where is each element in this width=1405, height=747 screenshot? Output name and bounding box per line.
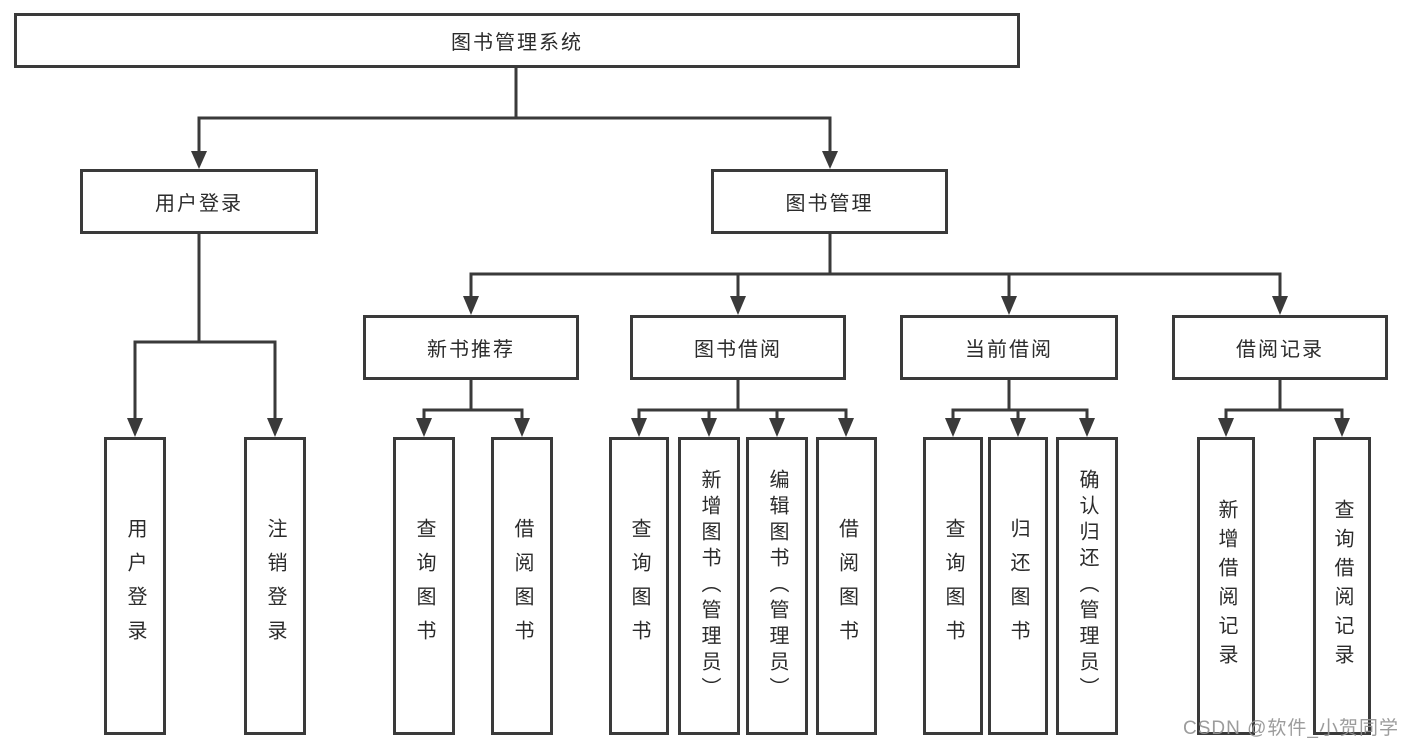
node-book-management-label: 图书管理 xyxy=(785,193,874,215)
node-book-borrow-label: 图书借阅 xyxy=(694,339,782,361)
connector-new-book-children xyxy=(416,380,530,437)
arrowhead-icon xyxy=(1001,296,1017,315)
node-leaf-borrow-book-1-label: 借阅图书 xyxy=(511,518,533,654)
arrowhead-icon xyxy=(1218,418,1234,437)
connector-user-login-children xyxy=(127,234,283,437)
node-leaf-add-book-admin-label: 新增图书（管理员） xyxy=(698,469,720,703)
csdn-watermark: CSDN @软件_小贺同学 xyxy=(1183,718,1399,739)
node-user-login-label: 用户登录 xyxy=(155,193,243,215)
node-leaf-confirm-return-admin: 确认归还（管理员） xyxy=(1056,437,1118,735)
connector-root-to-level2 xyxy=(191,68,838,169)
node-current-borrow-label: 当前借阅 xyxy=(965,339,1053,361)
node-leaf-query-borrow-record: 查询借阅记录 xyxy=(1313,437,1371,735)
node-leaf-edit-book-admin: 编辑图书（管理员） xyxy=(746,437,808,735)
node-borrow-records: 借阅记录 xyxy=(1172,315,1388,380)
node-leaf-borrow-book-2: 借阅图书 xyxy=(816,437,877,735)
arrowhead-icon xyxy=(769,418,785,437)
arrowhead-icon xyxy=(416,418,432,437)
node-current-borrow: 当前借阅 xyxy=(900,315,1118,380)
node-leaf-return-book: 归还图书 xyxy=(988,437,1048,735)
node-leaf-user-login: 用户登录 xyxy=(104,437,166,735)
node-leaf-query-book-1: 查询图书 xyxy=(393,437,455,735)
arrowhead-icon xyxy=(838,418,854,437)
node-leaf-query-book-2: 查询图书 xyxy=(609,437,669,735)
arrowhead-icon xyxy=(191,151,207,169)
node-leaf-borrow-book-1: 借阅图书 xyxy=(491,437,553,735)
node-leaf-add-borrow-record: 新增借阅记录 xyxy=(1197,437,1255,735)
node-leaf-return-book-label: 归还图书 xyxy=(1007,518,1029,654)
arrowhead-icon xyxy=(945,418,961,437)
connector-book-management-children xyxy=(463,234,1288,315)
arrowhead-icon xyxy=(1010,418,1026,437)
node-new-book-recommend-label: 新书推荐 xyxy=(427,339,515,361)
node-new-book-recommend: 新书推荐 xyxy=(363,315,579,380)
arrowhead-icon xyxy=(267,418,283,437)
arrowhead-icon xyxy=(822,151,838,169)
node-leaf-edit-book-admin-label: 编辑图书（管理员） xyxy=(766,469,788,703)
node-leaf-query-book-3: 查询图书 xyxy=(923,437,983,735)
node-leaf-logout: 注销登录 xyxy=(244,437,306,735)
arrowhead-icon xyxy=(730,296,746,315)
node-root: 图书管理系统 xyxy=(14,13,1020,68)
arrowhead-icon xyxy=(631,418,647,437)
node-leaf-logout-label: 注销登录 xyxy=(264,518,286,654)
arrowhead-icon xyxy=(463,296,479,315)
node-leaf-borrow-book-2-label: 借阅图书 xyxy=(835,518,858,654)
arrowhead-icon xyxy=(514,418,530,437)
node-book-borrow: 图书借阅 xyxy=(630,315,846,380)
node-leaf-user-login-label: 用户登录 xyxy=(124,518,146,654)
node-book-management: 图书管理 xyxy=(711,169,948,234)
node-leaf-query-book-1-label: 查询图书 xyxy=(413,518,435,654)
node-leaf-add-borrow-record-label: 新增借阅记录 xyxy=(1215,499,1237,673)
connector-borrow-records-children xyxy=(1218,380,1350,437)
arrowhead-icon xyxy=(1079,418,1095,437)
node-leaf-confirm-return-admin-label: 确认归还（管理员） xyxy=(1076,469,1098,703)
arrowhead-icon xyxy=(1272,296,1288,315)
arrowhead-icon xyxy=(127,418,143,437)
node-leaf-query-book-3-label: 查询图书 xyxy=(942,518,964,654)
node-borrow-records-label: 借阅记录 xyxy=(1236,339,1324,361)
arrowhead-icon xyxy=(701,418,717,437)
node-leaf-query-borrow-record-label: 查询借阅记录 xyxy=(1331,499,1353,673)
connector-book-borrow-children xyxy=(631,380,854,437)
node-leaf-query-book-2-label: 查询图书 xyxy=(628,518,650,654)
connector-current-borrow-children xyxy=(945,380,1095,437)
node-leaf-add-book-admin: 新增图书（管理员） xyxy=(678,437,740,735)
arrowhead-icon xyxy=(1334,418,1350,437)
node-user-login: 用户登录 xyxy=(80,169,318,234)
node-root-label: 图书管理系统 xyxy=(451,32,583,54)
